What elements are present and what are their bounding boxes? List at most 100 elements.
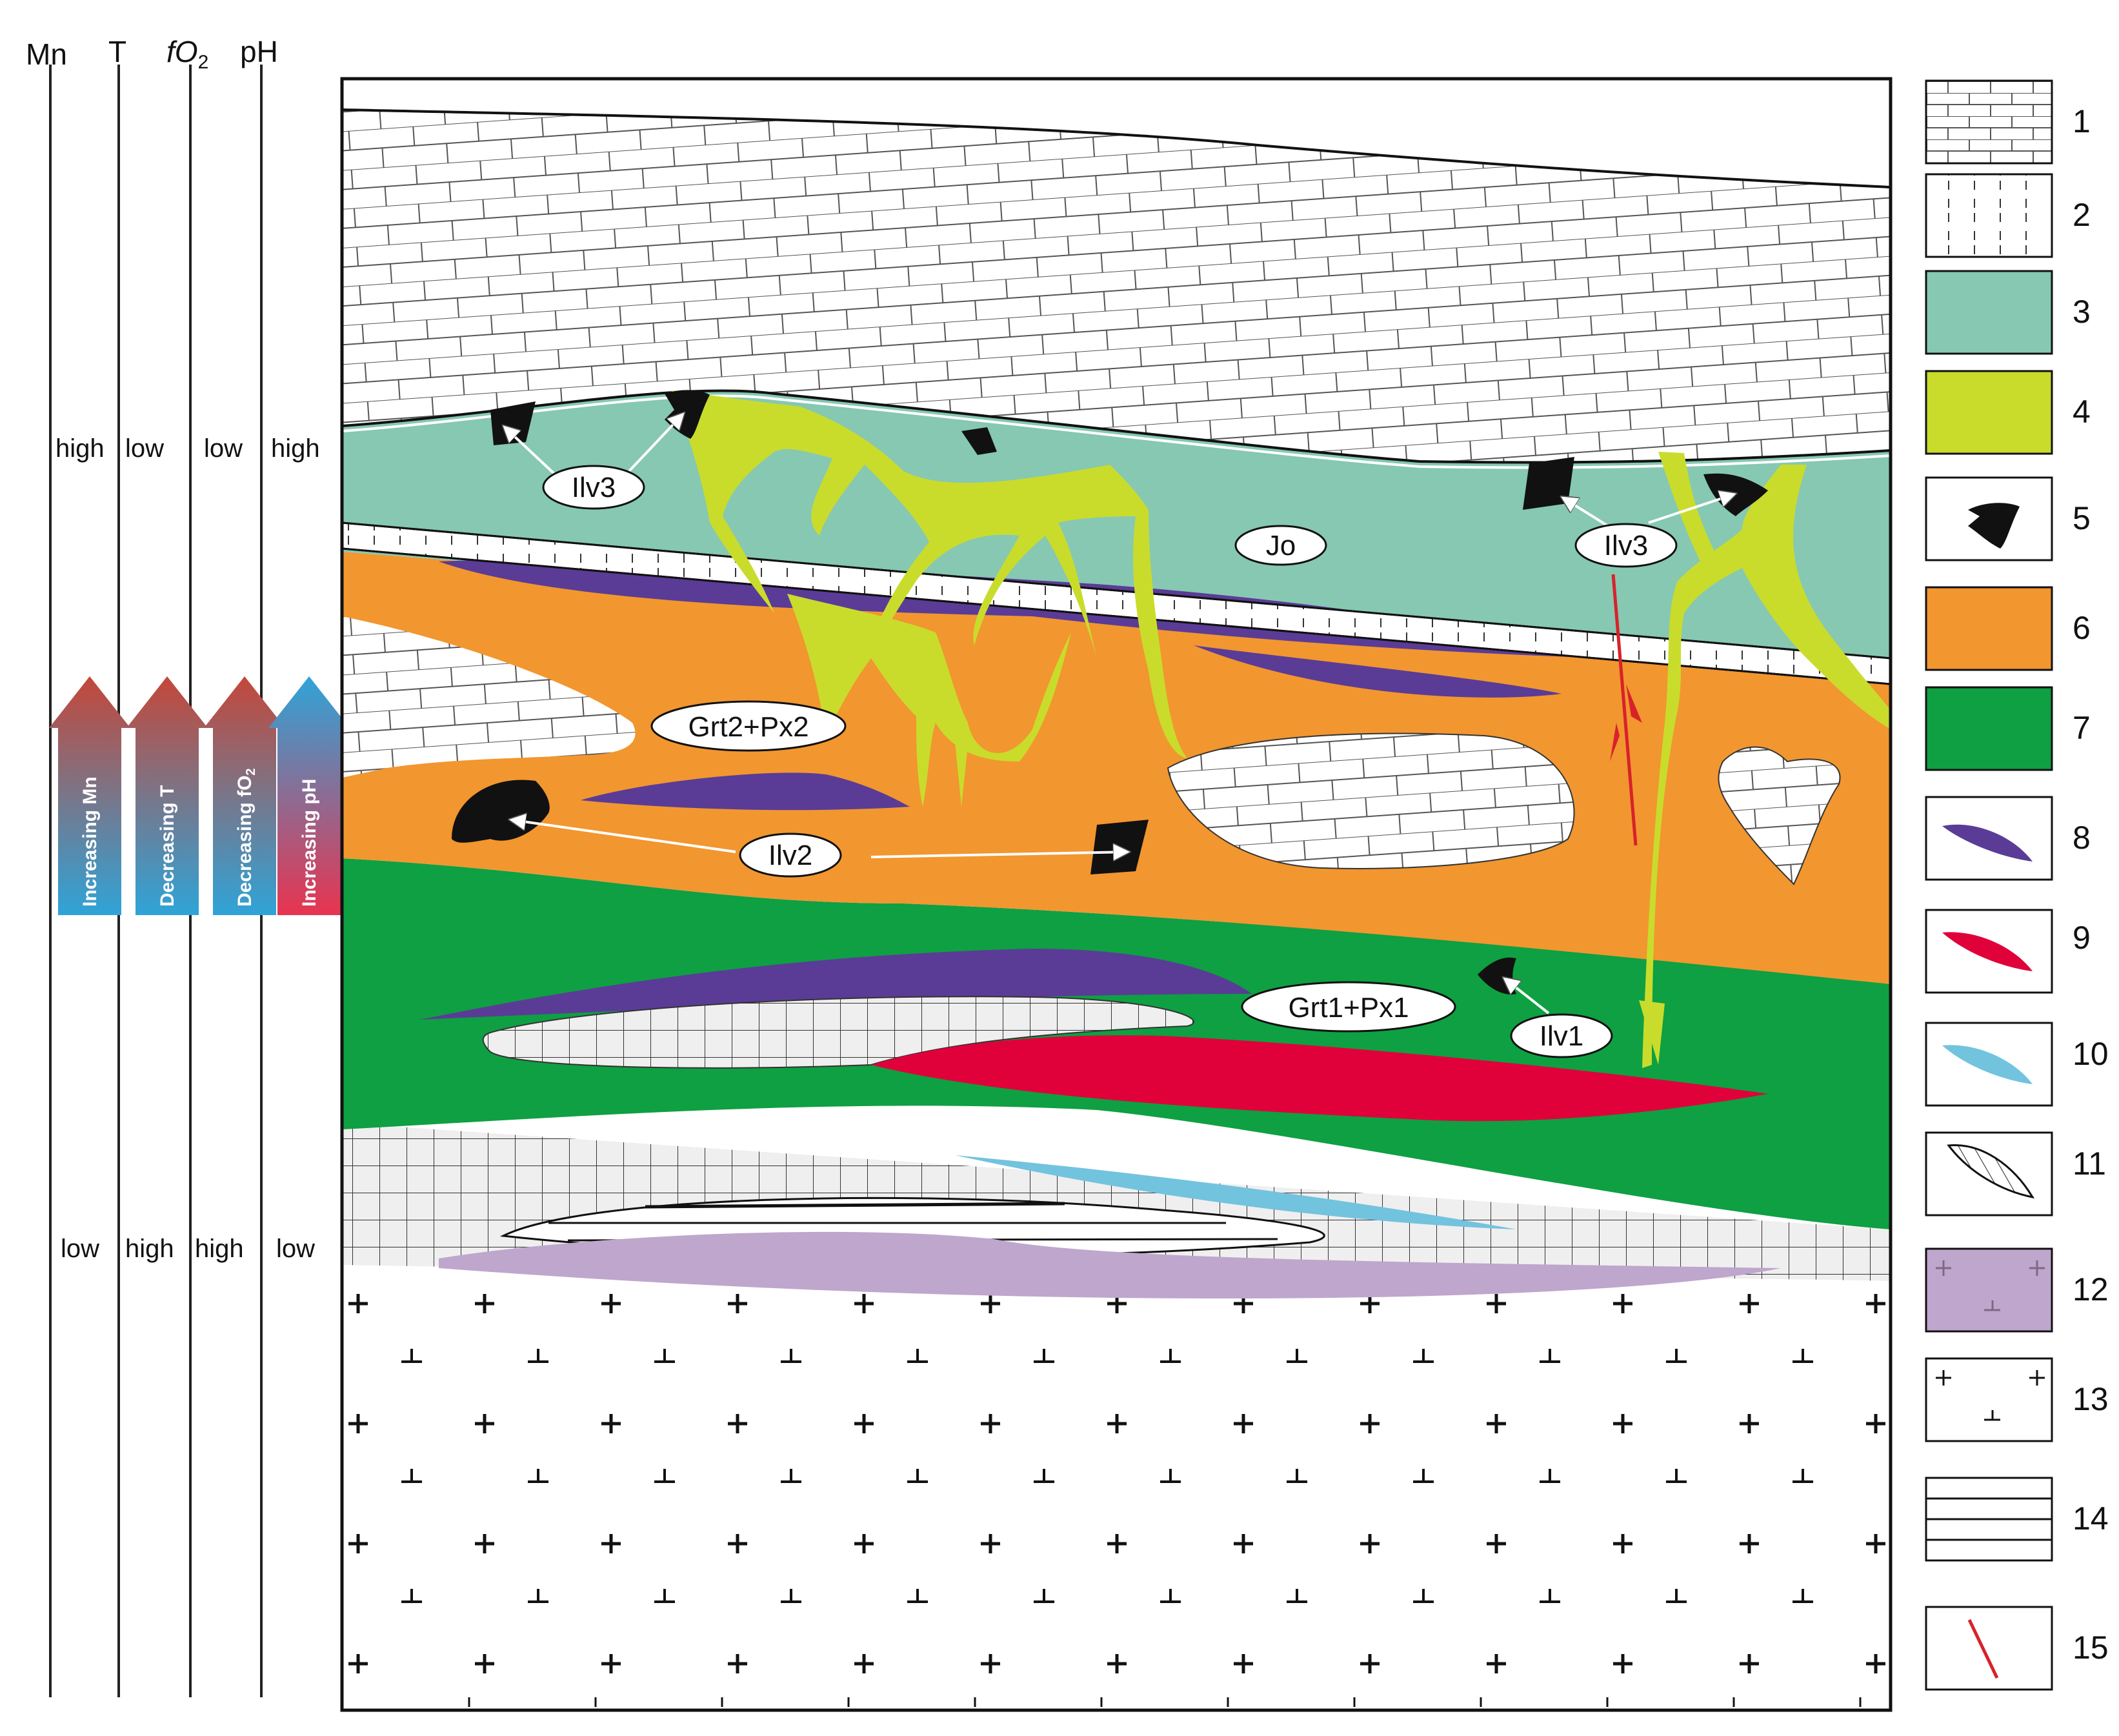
ore-body-ilv3-d	[1523, 457, 1574, 510]
legend-number-13: 13	[2073, 1381, 2109, 1417]
fault-arrow-down	[1610, 723, 1620, 762]
legend-number-11: 11	[2073, 1146, 2106, 1182]
horizontal-lines-icon	[1926, 1497, 2052, 1541]
legend-item-8: 8	[1925, 796, 2091, 881]
ph-bottom-level: low	[276, 1235, 315, 1263]
legend-item-1: 1	[1925, 79, 2091, 165]
cross-marks-icon	[1936, 1260, 2045, 1311]
label-grt1-px1: Grt1+Px1	[1288, 992, 1409, 1024]
fo2-header: fO2	[166, 35, 208, 73]
yellow-green-veins	[671, 390, 1891, 1068]
fo2-header-main: fO	[166, 35, 198, 68]
parameter-columns: Mn T fO2 pH high low low high low high h…	[26, 35, 350, 1697]
t-arrow-label: Decreasing T	[157, 785, 178, 907]
legend-item-4: 4	[1925, 370, 2091, 455]
purple-lens-icon	[1942, 824, 2033, 862]
label-ilv2: Ilv2	[768, 840, 812, 871]
limestone-window-right	[1718, 746, 1841, 885]
legend-number-2: 2	[2073, 197, 2091, 233]
legend-item-13: 13	[1925, 1357, 2109, 1442]
purple-lens-mid-right	[1194, 645, 1562, 698]
limestone-window-centre	[1167, 732, 1575, 869]
legend-number-4: 4	[2073, 394, 2091, 430]
limestone-window-left	[342, 616, 636, 778]
t-trend-arrow: Decreasing T	[126, 676, 208, 915]
legend-item-10: 10	[1925, 1022, 2109, 1107]
fo2-trend-arrow: Decreasing fO2	[204, 676, 285, 915]
t-bottom-level: high	[125, 1235, 174, 1263]
legend-item-9: 9	[1925, 909, 2091, 994]
ore-body-icon	[1968, 503, 2020, 549]
dolomite-top-line	[341, 521, 1891, 660]
label-ellipse-ilv3-left: Ilv3	[542, 465, 645, 510]
fo2-arrow-label-sub: 2	[244, 768, 258, 775]
cyan-lens	[955, 1155, 1516, 1229]
ph-trend-arrow: Increasing pH	[268, 676, 350, 915]
fault-line-icon	[1967, 1619, 1999, 1679]
ph-top-level: high	[271, 434, 320, 463]
lilac-band	[439, 1231, 1781, 1299]
mn-trend-arrow: Increasing Mn	[49, 676, 130, 915]
red-lens	[871, 1035, 1768, 1122]
purple-lens-middle	[581, 772, 910, 811]
legend-number-7: 7	[2073, 710, 2091, 746]
label-ilv1: Ilv1	[1540, 1020, 1583, 1052]
legend-item-3: 3	[1925, 270, 2091, 355]
legend-item-6: 6	[1925, 586, 2091, 671]
fo2-header-sub: 2	[198, 52, 209, 73]
ph-arrow-label: Increasing pH	[299, 779, 320, 907]
label-grt2-px2: Grt2+Px2	[688, 711, 808, 743]
layered-lens-line-1	[645, 1202, 1065, 1209]
limestone-cap	[342, 110, 1891, 463]
dolomite-bottom-line	[341, 547, 1891, 685]
legend-item-7: 7	[1925, 686, 2091, 771]
mn-header: Mn	[26, 37, 67, 71]
granite-marks-icon	[1936, 1370, 2045, 1421]
cyan-lens-icon	[1942, 1045, 2033, 1084]
section-frame	[340, 77, 1893, 1712]
mn-bottom-level: low	[61, 1235, 99, 1263]
legend-number-1: 1	[2073, 103, 2091, 139]
grid-lens	[482, 996, 1194, 1069]
fo2-arrow-label-main: Decreasing fO	[234, 776, 256, 907]
fault-arrow-up	[1626, 684, 1642, 723]
legend-item-12: 12	[1925, 1247, 2109, 1333]
label-ellipse-ilv1: Ilv1	[1510, 1013, 1613, 1058]
legend-number-6: 6	[2073, 610, 2091, 646]
red-lens-icon	[1942, 932, 2033, 971]
hatched-lens-icon	[1947, 1144, 2035, 1199]
orange-zone	[342, 552, 1891, 984]
cross-section: Ilv3 Jo Ilv3 Grt2+Px2 Ilv2 Grt1+Px1 Ilv1	[340, 77, 1893, 1712]
legend-number-3: 3	[2073, 294, 2091, 330]
label-ilv3-left: Ilv3	[572, 472, 616, 503]
label-ellipse-grt2-px2: Grt2+Px2	[650, 700, 847, 752]
label-ellipse-ilv2: Ilv2	[739, 833, 842, 878]
ore-body-ilv3-c	[961, 427, 997, 455]
label-ellipse-jo: Jo	[1234, 525, 1327, 566]
legend-number-15: 15	[2073, 1630, 2109, 1666]
bottom-ticks	[468, 1697, 1862, 1707]
fo2-top-level: low	[204, 434, 243, 463]
mn-arrow-label: Increasing Mn	[79, 776, 101, 907]
fo2-arrow-label: Decreasing fO2	[234, 768, 258, 907]
legend-number-5: 5	[2073, 500, 2091, 536]
legend-number-8: 8	[2073, 820, 2091, 856]
legend-item-15: 15	[1925, 1606, 2109, 1691]
label-ilv3-right: Ilv3	[1604, 530, 1648, 561]
legend-item-5: 5	[1925, 476, 2091, 561]
legend-number-9: 9	[2073, 920, 2091, 956]
label-ellipse-ilv3-right: Ilv3	[1574, 523, 1678, 568]
granite-basement	[342, 1262, 1891, 1710]
legend-item-11: 11	[1925, 1131, 2106, 1216]
mn-top-level: high	[55, 434, 105, 463]
legend: 1 2 3 4 5 6 7 8	[1925, 79, 2109, 1691]
legend-number-14: 14	[2073, 1500, 2109, 1537]
ph-header: pH	[240, 35, 278, 68]
fo2-bottom-level: high	[195, 1235, 244, 1263]
legend-item-14: 14	[1925, 1477, 2109, 1562]
fault-line	[1611, 574, 1638, 846]
legend-item-2: 2	[1925, 173, 2091, 258]
pointer-arrows	[503, 413, 1736, 1014]
surface-line	[341, 108, 1891, 188]
